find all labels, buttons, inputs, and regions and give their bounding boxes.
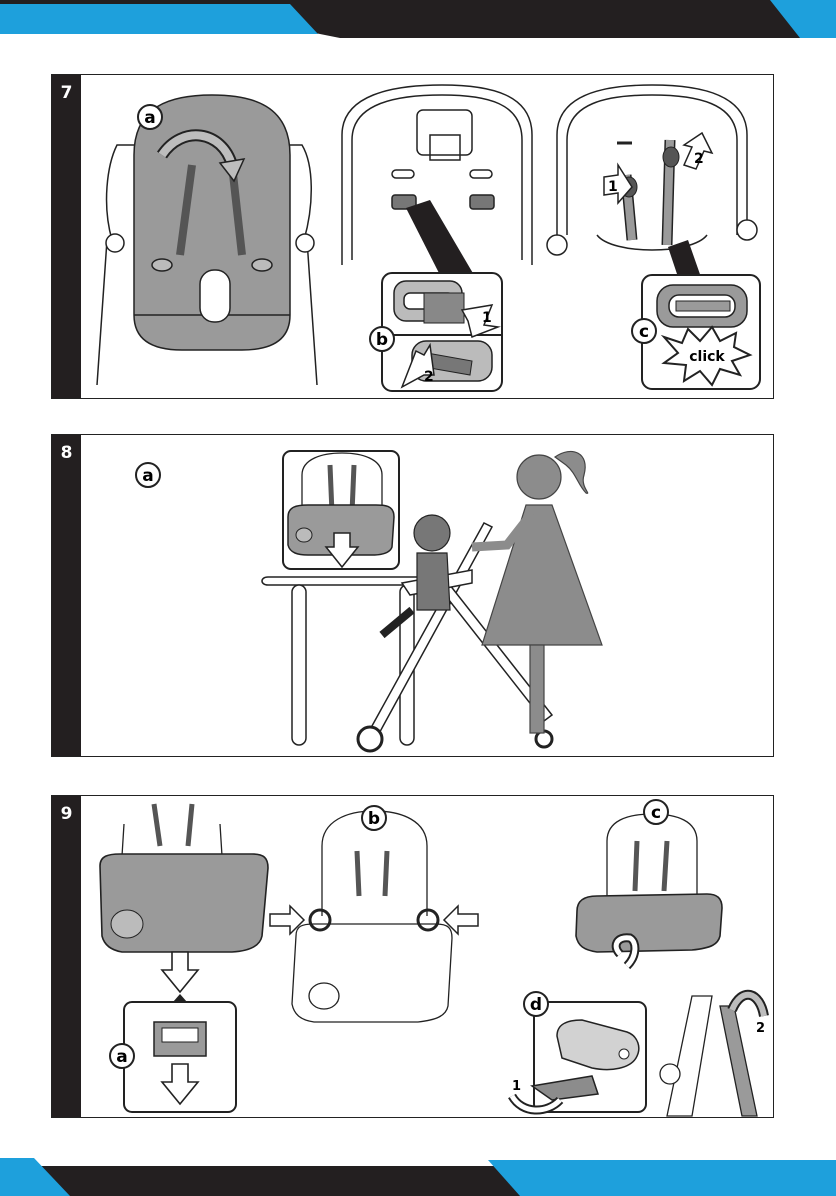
label-c: c [651, 803, 661, 823]
step-7-illustration: a 1 2 b [52, 75, 774, 399]
label-a: a [144, 108, 155, 128]
arrow-2-label: 2 [756, 1021, 765, 1036]
label-a: a [116, 1047, 127, 1067]
label-c: c [639, 322, 649, 342]
arrow-2-label: 2 [424, 369, 434, 385]
highchair-fold-side [660, 996, 757, 1116]
label-b: b [368, 809, 380, 829]
highchair-straps-view [547, 85, 757, 255]
step-8-illustration: a [52, 435, 774, 757]
highchair-front-b [292, 811, 452, 1022]
arrow-1-label: 1 [512, 1079, 521, 1094]
footer-decoration [0, 1158, 836, 1196]
step-9-illustration: a b c 1 d [52, 796, 774, 1118]
header-decoration [0, 0, 836, 38]
arrow-1b-label: 1 [608, 179, 618, 195]
step-9-panel: 9 a b [51, 795, 774, 1118]
label-b: b [376, 330, 388, 350]
arrow-2b-label: 2 [694, 151, 704, 167]
highchair-front-c [607, 814, 697, 896]
adult-figure [472, 451, 602, 733]
step-8-panel: 8 a [51, 434, 774, 757]
step-7-panel: 7 a [51, 74, 774, 399]
label-a: a [142, 466, 153, 486]
click-callout: click [689, 349, 725, 365]
arrow-1-label: 1 [482, 310, 492, 326]
label-d: d [530, 995, 542, 1015]
